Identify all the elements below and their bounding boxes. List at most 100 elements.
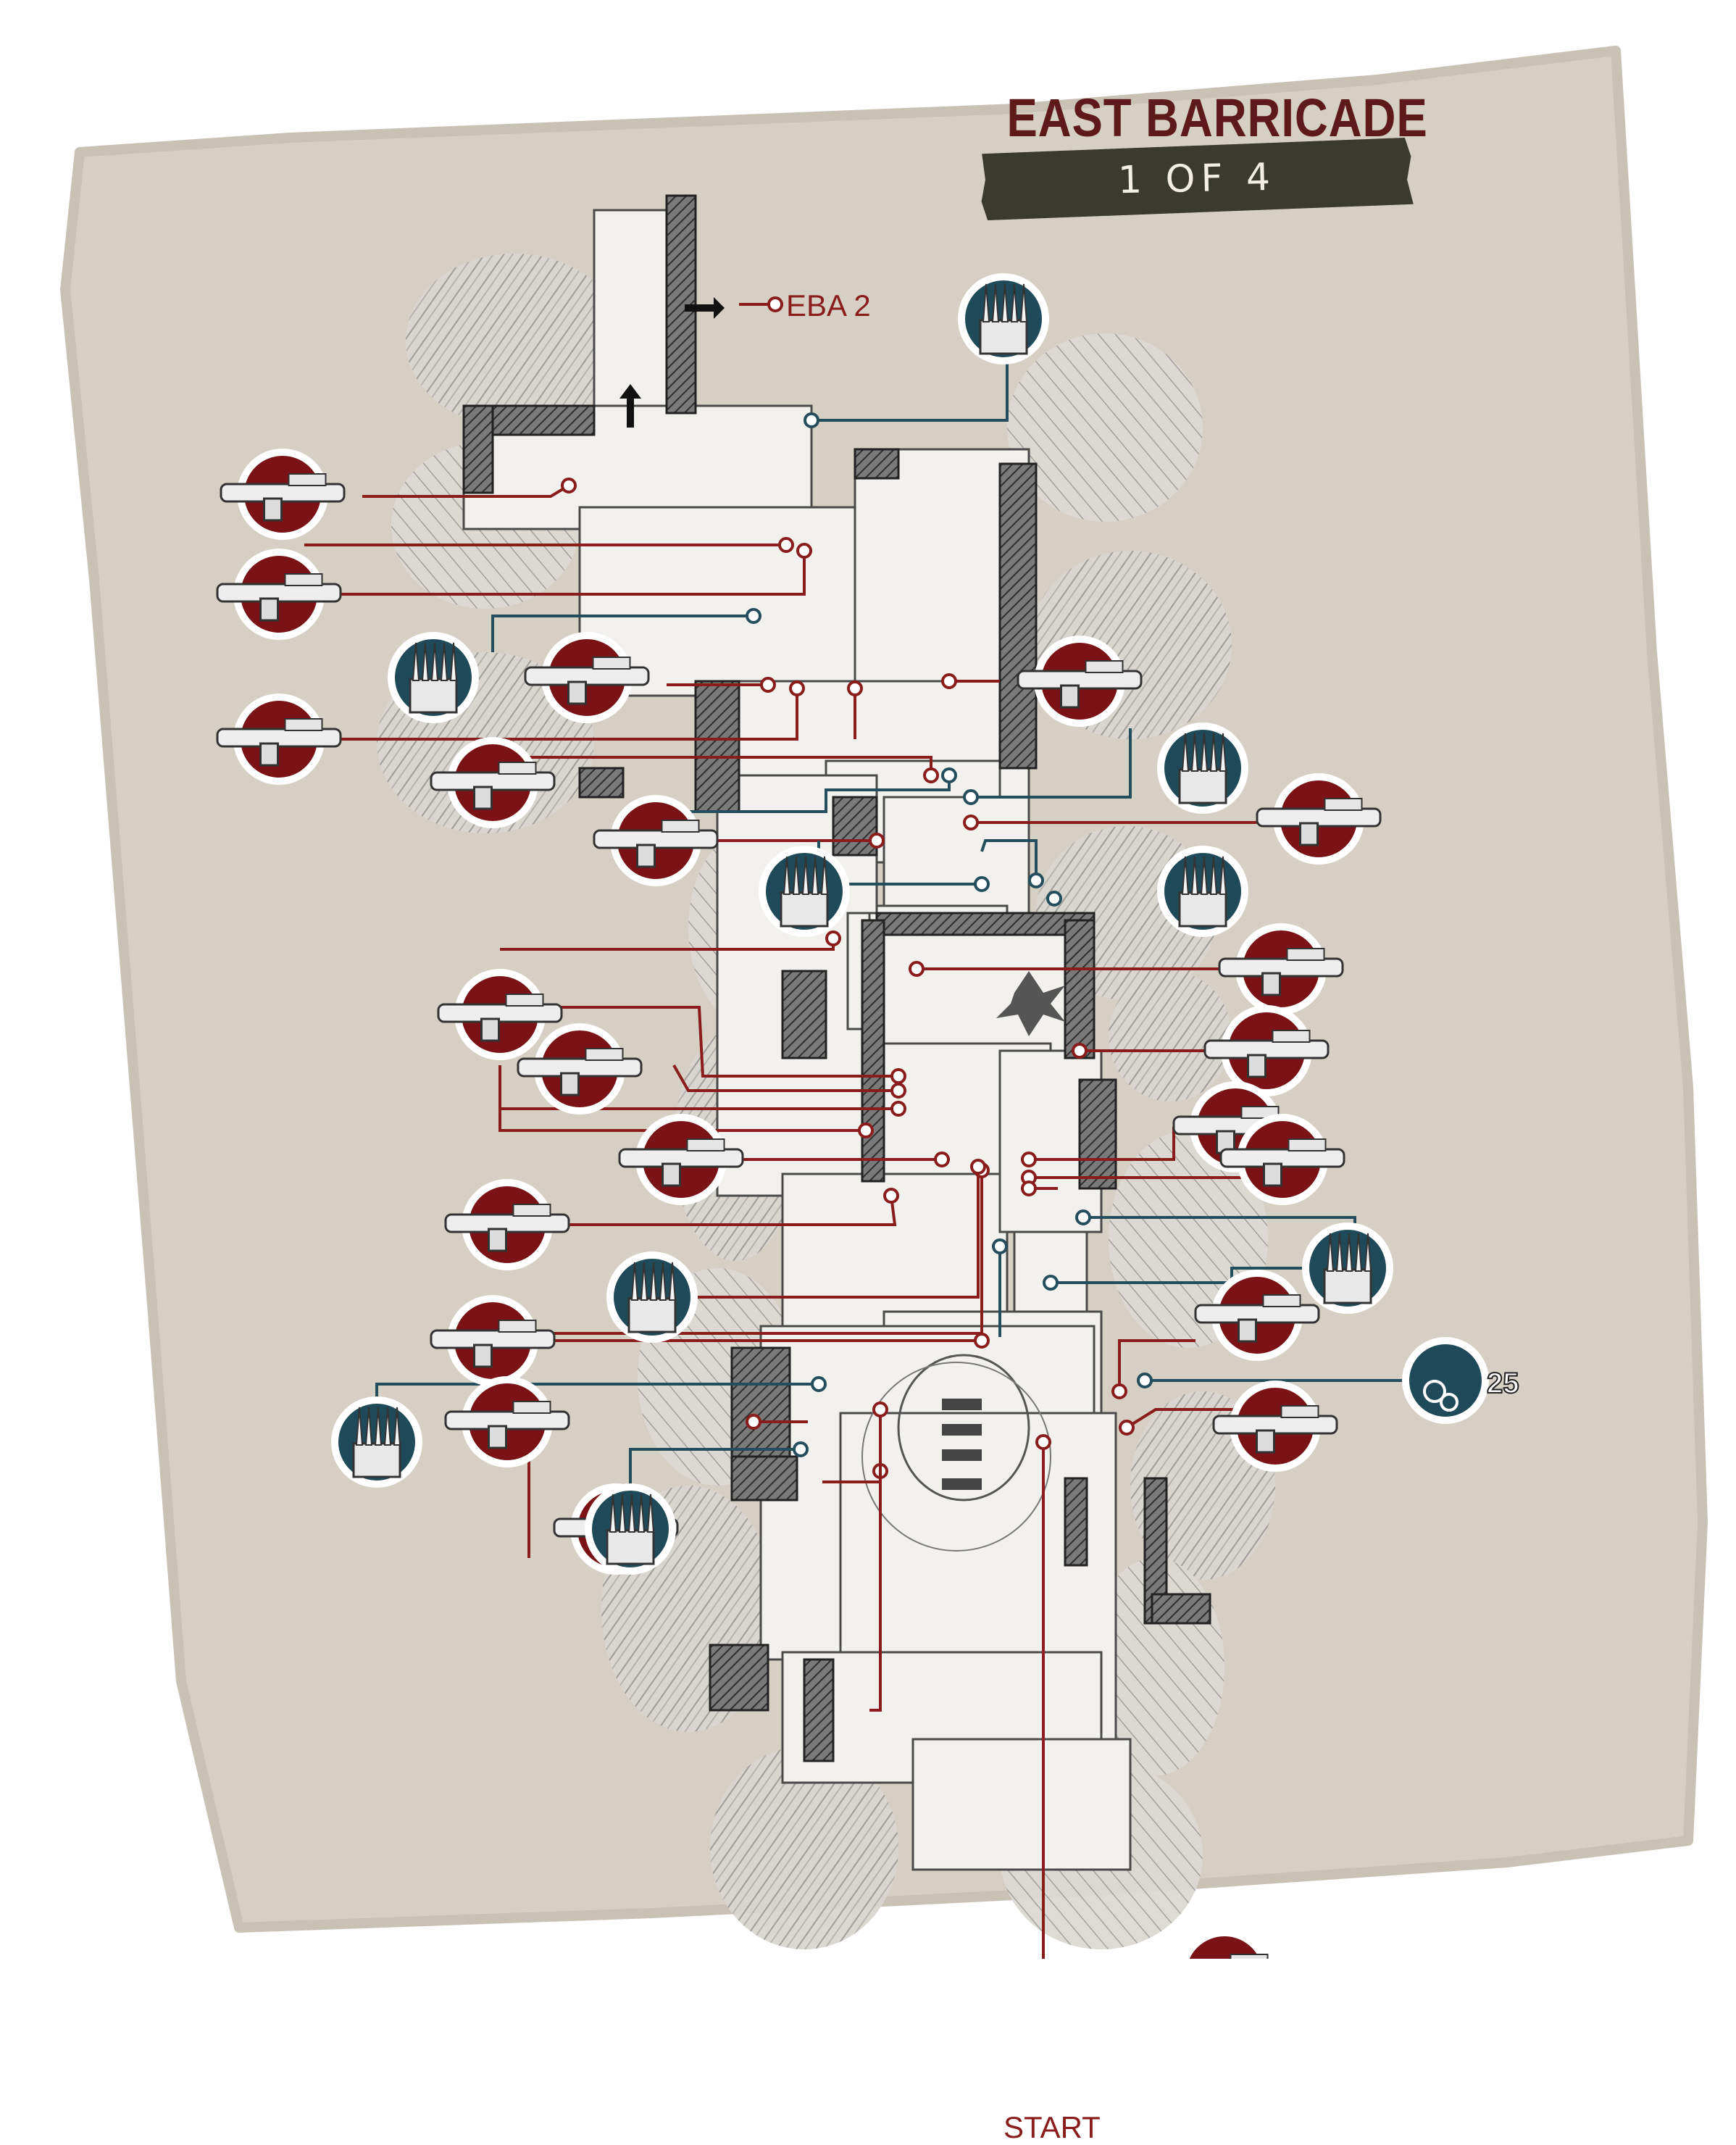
weapon-pickup-icon: [517, 1023, 643, 1115]
callout-dot: [778, 537, 794, 553]
floor-plan: [462, 194, 1211, 1871]
ammo-crate-icon: [1302, 1223, 1393, 1314]
callout-dot: [858, 1123, 874, 1138]
weapon-pickup-icon: [1017, 636, 1143, 727]
collectible-count: 25: [1487, 1367, 1519, 1399]
weapon-pickup-icon: [1256, 773, 1382, 865]
weapon-sight: [686, 1138, 725, 1151]
shell: [646, 1494, 655, 1533]
weapon-pickup-icon: [1194, 1270, 1320, 1361]
shell: [1364, 1233, 1372, 1272]
weapon-pickup-icon: [444, 1179, 570, 1270]
callout-dot: [992, 1238, 1008, 1254]
weapon-sight: [288, 473, 327, 486]
weapon-pickup-icon: [593, 795, 719, 886]
weapon-grip: [1299, 822, 1319, 846]
callout-dot: [869, 833, 885, 849]
terrain-patch: [710, 1746, 898, 1949]
shell: [820, 856, 829, 895]
callout-dot: [974, 876, 990, 892]
shell: [430, 642, 439, 681]
shell: [440, 642, 448, 681]
shell: [1010, 283, 1019, 322]
weapon-grip: [560, 1072, 580, 1096]
callout-dot: [1046, 891, 1062, 907]
wall-segment: [1064, 919, 1096, 1059]
shell: [792, 856, 801, 895]
table-mark: [942, 1478, 982, 1490]
callout-line: [696, 1167, 980, 1299]
callout-dot: [1043, 1275, 1059, 1291]
ammo-crate-icon: [388, 632, 479, 723]
callout-dot: [923, 767, 939, 783]
callout-dot: [1021, 1180, 1037, 1196]
weapon-grip: [636, 844, 656, 868]
shell: [630, 1262, 639, 1301]
shell: [1219, 733, 1227, 772]
weapon-sight: [1280, 1405, 1319, 1418]
weapon-grip: [1060, 684, 1080, 709]
terrain-patch: [1109, 971, 1232, 1101]
shell: [1219, 856, 1227, 895]
callout-line: [565, 1195, 897, 1226]
wall-segment: [730, 1455, 798, 1502]
callout-dot: [974, 1333, 990, 1349]
callout-line: [980, 839, 1038, 880]
shell: [1181, 856, 1190, 895]
shell: [609, 1494, 617, 1533]
shell: [364, 1407, 373, 1446]
weapon-grip: [263, 497, 283, 522]
weapon-grip: [1247, 1054, 1266, 1078]
callout-dot: [561, 478, 577, 493]
gear: [1440, 1393, 1459, 1412]
weapon-sight: [284, 573, 323, 586]
shell: [659, 1262, 667, 1301]
weapon-grip: [1261, 972, 1281, 996]
callout-dot: [872, 1401, 888, 1417]
weapon-sight: [498, 1320, 537, 1333]
weapon-grip: [488, 1425, 507, 1449]
shell: [801, 856, 810, 895]
terrain-patch: [1007, 333, 1203, 522]
ammo-crate-icon: [759, 846, 850, 937]
shell: [374, 1407, 383, 1446]
callout-dot: [789, 680, 805, 696]
wall-segment: [854, 448, 900, 480]
courtyard-emblem: [996, 971, 1065, 1036]
wall-segment: [1151, 1593, 1211, 1625]
ammo-crate-icon: [1157, 846, 1248, 937]
callout-line: [1051, 1267, 1326, 1284]
callout-dot: [963, 815, 979, 830]
weapon-sight: [1230, 1954, 1269, 1959]
wall-segment: [1064, 1477, 1088, 1567]
callout-dot: [1111, 1383, 1127, 1399]
banner-tape: [981, 137, 1414, 221]
shell: [640, 1262, 648, 1301]
shell: [1001, 283, 1009, 322]
weapon-grip: [662, 1162, 681, 1187]
crate-base: [780, 891, 829, 928]
shell: [783, 856, 791, 895]
shell: [1209, 856, 1218, 895]
weapon-sight: [1288, 1138, 1327, 1151]
terrain-patch: [406, 254, 623, 428]
shell: [1326, 1233, 1335, 1272]
wall-segment: [694, 680, 740, 813]
weapon-sight: [592, 657, 631, 670]
wall-segment: [998, 462, 1038, 770]
weapon-sight: [498, 762, 537, 775]
weapon-grip: [480, 1017, 500, 1042]
callout-dot: [847, 680, 863, 696]
cog-tag-icon: 25: [1402, 1337, 1520, 1424]
weapon-sight: [1272, 1030, 1311, 1043]
weapon-grip: [488, 1228, 507, 1252]
wall-segment: [781, 970, 827, 1059]
room-floor: [911, 1738, 1132, 1871]
wall-segment: [832, 796, 878, 857]
callout-dot: [909, 961, 925, 977]
callout-dot: [1075, 1209, 1091, 1225]
exit-label: EBA 2: [786, 288, 871, 322]
callout-line: [319, 551, 806, 596]
crate-base: [627, 1297, 677, 1333]
shell: [637, 1494, 646, 1533]
